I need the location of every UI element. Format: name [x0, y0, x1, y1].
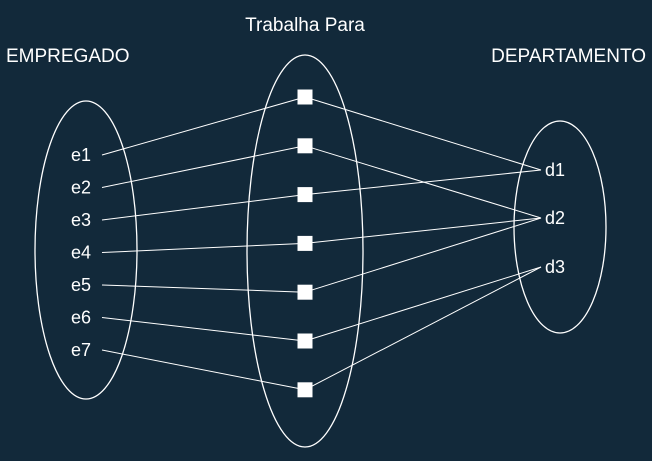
- link-node-d3: [304, 266, 542, 342]
- link-e4-node: [101, 242, 306, 253]
- department-label-d1: d1: [545, 160, 565, 180]
- employee-label-e3: e3: [71, 210, 91, 230]
- link-node-d2: [304, 217, 542, 244]
- link-e1-node: [101, 96, 306, 156]
- employee-labels: e1 e2 e3 e4 e5 e6 e7: [71, 145, 91, 360]
- relationship-node: [297, 138, 313, 154]
- relationship-node: [297, 333, 313, 349]
- relationship-node: [297, 235, 313, 251]
- department-label-d3: d3: [545, 257, 565, 277]
- link-node-d3: [304, 266, 542, 391]
- employee-label-e6: e6: [71, 308, 91, 328]
- link-node-d1: [304, 96, 542, 171]
- title-relationship: Trabalha Para: [245, 15, 365, 36]
- title-employee-set: EMPREGADO: [6, 46, 130, 67]
- link-e6-node: [101, 317, 306, 342]
- employee-label-e4: e4: [71, 243, 91, 263]
- relationship-node: [297, 382, 313, 398]
- department-labels: d1 d2 d3: [545, 160, 565, 277]
- relationship-set-ellipse: [246, 54, 364, 448]
- link-e3-node: [101, 194, 306, 221]
- link-e7-node: [101, 349, 306, 391]
- link-lines: [101, 96, 542, 391]
- relationship-nodes: [297, 89, 313, 398]
- link-node-d2: [304, 217, 542, 293]
- relationship-node: [297, 187, 313, 203]
- link-e2-node: [101, 145, 306, 188]
- employee-label-e1: e1: [71, 145, 91, 165]
- link-node-d1: [304, 169, 542, 196]
- title-department-set: DEPARTAMENTO: [491, 46, 646, 67]
- relationship-node: [297, 89, 313, 105]
- department-label-d2: d2: [545, 208, 565, 228]
- employee-set-ellipse: [34, 100, 138, 400]
- relationship-node: [297, 284, 313, 300]
- employee-label-e7: e7: [71, 340, 91, 360]
- link-e5-node: [101, 284, 306, 293]
- employee-label-e5: e5: [71, 275, 91, 295]
- employee-label-e2: e2: [71, 178, 91, 198]
